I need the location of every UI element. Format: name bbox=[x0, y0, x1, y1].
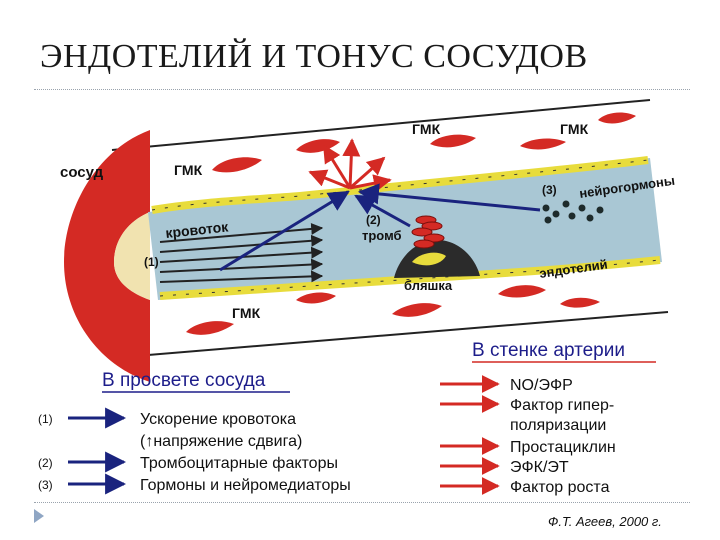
smc-cell bbox=[296, 292, 336, 304]
smc-cell bbox=[560, 297, 600, 308]
vessel-wall-bottom bbox=[111, 311, 669, 359]
vessel-cross-section bbox=[64, 130, 150, 382]
wall-legend-item: Простациклин bbox=[510, 439, 616, 456]
neurohormone-particles bbox=[542, 200, 604, 224]
smc-label: ГМК bbox=[560, 121, 589, 137]
vessel-label: сосуд bbox=[60, 164, 104, 181]
thrombus bbox=[411, 215, 445, 249]
lumen-legend-num: (1) bbox=[38, 412, 53, 426]
smc-cell bbox=[520, 138, 566, 150]
smc-label: ГМК bbox=[232, 305, 261, 321]
title-divider bbox=[34, 89, 690, 90]
smc-cell bbox=[392, 303, 442, 317]
lumen-legend-item: Гормоны и нейромедиаторы bbox=[140, 477, 351, 494]
wall-legend-heading: В стенке артерии bbox=[472, 340, 625, 361]
lumen-legend-item: Ускорение кровотока bbox=[140, 411, 296, 428]
marker-2: (2) bbox=[366, 213, 381, 227]
lumen-legend-arrows bbox=[68, 407, 127, 495]
wall-legend-item: поляризации bbox=[510, 417, 606, 434]
thrombus-label: тромб bbox=[362, 228, 402, 243]
endothelial-factor-arrows bbox=[308, 138, 392, 193]
smooth-muscle-cells bbox=[186, 112, 636, 335]
smc-label: ГМК bbox=[174, 162, 203, 178]
smc-cell bbox=[498, 285, 546, 298]
smc-cell bbox=[430, 134, 476, 148]
wall-legend-item: Фактор гипер- bbox=[510, 397, 614, 414]
signal-arrows bbox=[219, 183, 541, 272]
lumen-legend-num: (2) bbox=[38, 456, 53, 470]
lumen-legend-item: (↑напряжение сдвига) bbox=[140, 433, 302, 450]
slide-title: ЭНДОТЕЛИЙ И ТОНУС СОСУДОВ bbox=[40, 38, 588, 75]
plaque-label: бляшка bbox=[404, 278, 453, 293]
credit: Ф.Т. Агеев, 2000 г. bbox=[548, 514, 662, 529]
smc-label: ГМК bbox=[412, 121, 441, 137]
lumen-legend-num: (3) bbox=[38, 478, 53, 492]
smc-cell bbox=[598, 112, 636, 124]
vessel-wall-top bbox=[111, 99, 651, 151]
smc-cell bbox=[186, 321, 234, 335]
bloodflow-label: кровоток bbox=[165, 218, 230, 241]
wall-legend-item: NO/ЭФР bbox=[510, 377, 573, 394]
marker-1: (1) bbox=[144, 255, 159, 269]
smc-cell bbox=[212, 157, 262, 173]
wall-legend-arrows bbox=[440, 375, 500, 495]
smc-cell bbox=[296, 139, 340, 153]
bloodflow-arrows bbox=[159, 222, 324, 283]
slide-bullet-icon bbox=[34, 509, 44, 523]
lumen bbox=[148, 158, 662, 300]
lumen-legend-item: Тромбоцитарные факторы bbox=[140, 455, 338, 472]
lumen-legend-heading: В просвете сосуда bbox=[102, 370, 266, 391]
wall-legend-item: ЭФК/ЭТ bbox=[510, 459, 569, 476]
marker-3: (3) bbox=[542, 183, 557, 197]
wall-legend-item: Фактор роста bbox=[510, 479, 610, 496]
footer-divider bbox=[34, 502, 690, 503]
